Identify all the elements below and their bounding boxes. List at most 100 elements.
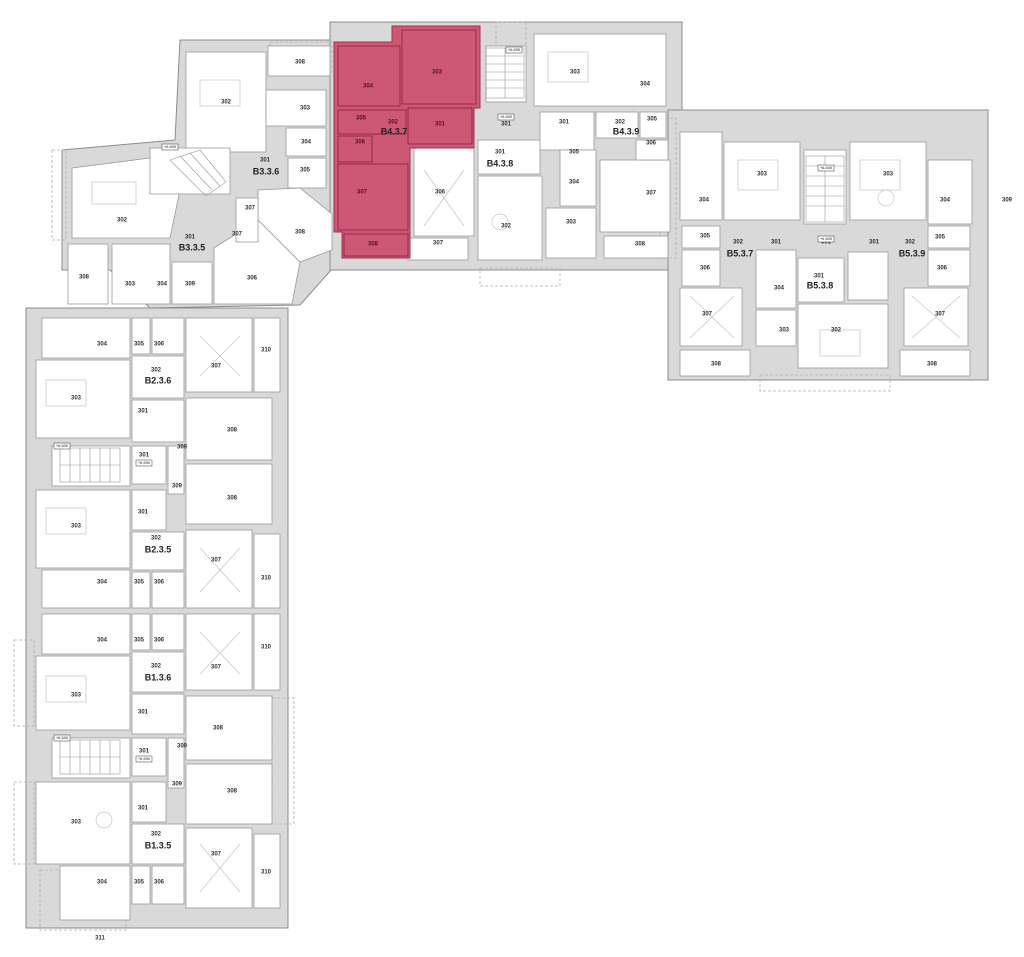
unit-labels: B4.3.7 B4.3.8 B4.3.9 B3.3.6 B3.3.5 B5.3.…: [145, 126, 926, 850]
room-label: 303: [125, 282, 136, 288]
room-label: 302: [388, 120, 399, 126]
room-label: 301: [501, 122, 512, 128]
room-label: 302: [733, 240, 744, 246]
room-label: 301: [260, 158, 271, 164]
room-label: 304: [363, 84, 374, 90]
room-label: 304: [699, 198, 710, 204]
unit-label-b2-3-5: B2.3.5: [145, 544, 172, 554]
room-label: 303: [570, 70, 581, 76]
room-label: 304: [940, 198, 951, 204]
unit-label-b4-3-7: B4.3.7: [381, 126, 408, 136]
room-label: 306: [700, 266, 711, 272]
room-label: 307: [211, 852, 222, 858]
room-label: 301: [559, 120, 570, 126]
room-label: 305: [134, 580, 145, 586]
unit-label-b1-3-6: B1.3.6: [145, 672, 172, 682]
room-label: 303: [432, 70, 443, 76]
unit-b4-3-7-highlight[interactable]: [333, 25, 481, 259]
staircases: [59, 47, 845, 775]
room-label: 310: [261, 870, 272, 876]
room-label: 307: [245, 206, 256, 212]
unit-label-b4-3-8: B4.3.8: [487, 158, 514, 168]
room-label: 309: [172, 782, 183, 788]
room-label: 302: [151, 368, 162, 374]
room-label: 305: [134, 880, 145, 886]
unit-label-b3-3-6: B3.3.6: [253, 166, 280, 176]
northwest-rooms: [67, 45, 333, 305]
room-label: 304: [640, 82, 651, 88]
room-label: 307: [232, 232, 243, 238]
room-label: 305: [134, 638, 145, 644]
room-label: 309: [1002, 198, 1013, 204]
room-label: 305: [569, 150, 580, 156]
room-label: 304: [97, 580, 108, 586]
room-label: 301: [138, 409, 149, 415]
room-label: 304: [97, 880, 108, 886]
room-label: 309: [177, 744, 188, 750]
room-label: 306: [435, 190, 446, 196]
room-label: 301: [435, 122, 446, 128]
room-label: 302: [615, 120, 626, 126]
room-label: 307: [211, 665, 222, 671]
room-label: 303: [300, 106, 311, 112]
room-label: 309: [172, 484, 183, 490]
room-label: 308: [227, 789, 238, 795]
west-wing-rooms: [35, 317, 281, 921]
room-label: 308: [295, 230, 306, 236]
level-tag: +6.600: [820, 165, 833, 170]
room-label: 303: [71, 524, 82, 530]
room-label: 305: [300, 168, 311, 174]
room-label: 301: [139, 453, 150, 459]
room-label: 308: [79, 275, 90, 281]
level-tag: +6.600: [56, 735, 69, 740]
room-label: 304: [569, 180, 580, 186]
room-label: 307: [702, 312, 713, 318]
room-label: 308: [227, 496, 238, 502]
level-tag: +6,600: [138, 460, 151, 465]
room-label: 303: [883, 172, 894, 178]
level-tag: +6.600: [164, 144, 177, 149]
east-wing-rooms: [679, 131, 973, 377]
room-label: 303: [71, 820, 82, 826]
unit-label-b5-3-8: B5.3.8: [807, 280, 834, 290]
room-label: 306: [154, 638, 165, 644]
room-label: 308: [213, 726, 224, 732]
room-label: 301: [138, 510, 149, 516]
room-label: 309: [185, 282, 196, 288]
unit-label-b2-3-6: B2.3.6: [145, 375, 172, 385]
room-label: 303: [566, 220, 577, 226]
room-label: 303: [71, 396, 82, 402]
room-label: 308: [368, 242, 379, 248]
room-label: 306: [355, 140, 366, 146]
room-label: 304: [97, 342, 108, 348]
room-label: 307: [211, 558, 222, 564]
level-tag: +6.600: [508, 47, 521, 52]
room-label: 302: [905, 240, 916, 246]
room-label: 305: [935, 235, 946, 241]
room-label: 309: [177, 445, 188, 451]
room-label: 302: [151, 832, 162, 838]
room-label: 306: [154, 342, 165, 348]
room-label: 306: [646, 141, 657, 147]
room-label: 301: [771, 240, 782, 246]
unit-label-b3-3-5: B3.3.5: [179, 242, 206, 252]
level-tag: +6,600: [500, 114, 513, 119]
room-label: 303: [779, 328, 790, 334]
room-label: 305: [356, 116, 367, 122]
room-label: 302: [221, 100, 232, 106]
room-label: 302: [151, 664, 162, 670]
room-label: 301: [814, 274, 825, 280]
room-label: 304: [301, 140, 312, 146]
room-label: 302: [501, 224, 512, 230]
room-label: 306: [937, 266, 948, 272]
room-label: 306: [154, 880, 165, 886]
room-label: 301: [495, 150, 506, 156]
unit-label-b5-3-9: B5.3.9: [899, 248, 926, 258]
level-tag: +6,600: [820, 236, 833, 241]
room-label: 306: [154, 580, 165, 586]
room-label: 308: [295, 60, 306, 66]
room-label: 301: [139, 749, 150, 755]
room-label: 305: [647, 117, 658, 123]
room-label: 308: [227, 428, 238, 434]
unit-label-b5-3-7: B5.3.7: [727, 248, 754, 258]
